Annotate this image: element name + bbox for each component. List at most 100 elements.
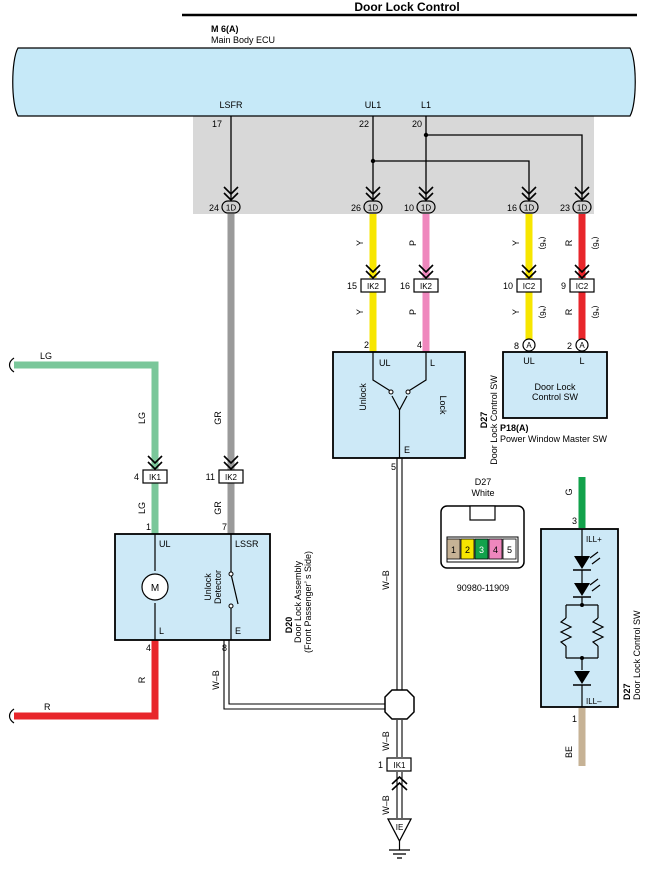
svg-text:D27: D27: [475, 477, 492, 487]
svg-text:9: 9: [561, 281, 566, 291]
svg-text:P18(A): P18(A): [500, 423, 529, 433]
led-icon: [574, 556, 590, 569]
svg-text:(*6): (*6): [538, 306, 547, 319]
svg-text:3: 3: [572, 516, 577, 526]
connector-ic2-10: IC2 10: [503, 278, 542, 293]
svg-text:Y: Y: [511, 309, 521, 315]
connector-ik2-15: IK2 15: [347, 278, 386, 293]
svg-text:5: 5: [507, 545, 512, 555]
svg-text:IK2: IK2: [367, 282, 380, 291]
svg-text:D27: D27: [479, 412, 489, 429]
pin-24: 24: [209, 203, 219, 213]
svg-text:ILL–: ILL–: [586, 697, 602, 706]
svg-text:4: 4: [417, 340, 422, 350]
connector-ik1-1: IK1 1: [378, 757, 412, 772]
svg-text:(*6): (*6): [591, 237, 600, 250]
ecu-pin-20: 20: [412, 119, 422, 129]
svg-text:Door Lock: Door Lock: [534, 382, 576, 392]
svg-text:GR: GR: [213, 501, 223, 515]
svg-text:2: 2: [567, 341, 572, 351]
svg-text:ILL+: ILL+: [586, 535, 602, 544]
svg-text:1D: 1D: [524, 204, 534, 213]
ground-ie: IE: [386, 818, 413, 859]
ecu-side-pill-26: 1D: [363, 200, 383, 214]
junction-dot: [423, 132, 429, 138]
svg-text:15: 15: [347, 281, 357, 291]
svg-text:IE: IE: [396, 823, 404, 832]
ground-arrows: [391, 775, 408, 791]
svg-text:P: P: [408, 240, 418, 246]
svg-text:LG: LG: [137, 502, 147, 514]
junction-dot: [370, 158, 376, 164]
svg-text:3: 3: [479, 545, 484, 555]
svg-text:R: R: [44, 702, 51, 712]
svg-text:E: E: [235, 626, 241, 636]
ecu-name: Main Body ECU: [211, 35, 275, 45]
colored-wires: [14, 214, 586, 818]
svg-text:1D: 1D: [577, 204, 587, 213]
svg-text:1D: 1D: [368, 204, 378, 213]
ecu-pin-22: 22: [359, 119, 369, 129]
svg-text:L: L: [430, 358, 435, 368]
svg-text:(*6): (*6): [591, 306, 600, 319]
svg-text:GR: GR: [213, 411, 223, 425]
splice-point: [384, 689, 415, 720]
svg-text:Door Lock Control SW: Door Lock Control SW: [632, 610, 642, 700]
led-icon: [574, 583, 590, 596]
svg-text:IK1: IK1: [393, 761, 406, 770]
connector-ik1-4: IK1 4: [134, 469, 168, 484]
ecu-side-pill-10: 1D: [416, 200, 436, 214]
wire-labels: Y P Y R (*6) (*6) Y P Y R (*6) (*6) LG R…: [40, 237, 600, 815]
svg-text:R: R: [137, 676, 147, 683]
svg-text:A: A: [579, 341, 585, 350]
svg-text:11: 11: [206, 472, 215, 482]
ecu-pin-17: 17: [212, 119, 222, 129]
p18-box: A A 8 2 UL L Door Lock Control SW P18(A)…: [500, 338, 608, 444]
svg-text:90980-11909: 90980-11909: [457, 583, 509, 593]
svg-text:(Front Passenger’ s Side): (Front Passenger’ s Side): [303, 551, 313, 653]
connector-ic2-9: IC2 9: [561, 278, 595, 293]
svg-text:L: L: [579, 356, 584, 366]
svg-text:W–B: W–B: [211, 670, 221, 690]
svg-text:G: G: [564, 488, 574, 495]
svg-text:IC2: IC2: [523, 282, 536, 291]
ecu-pin-ul1-label: UL1: [365, 100, 382, 110]
svg-text:Unlock: Unlock: [203, 573, 213, 601]
svg-text:D20: D20: [284, 617, 294, 634]
pin-26: 26: [351, 203, 361, 213]
ecu-side-pill-16: 1D: [519, 200, 539, 214]
svg-text:Door Lock Control SW: Door Lock Control SW: [489, 375, 499, 465]
svg-text:M: M: [151, 583, 159, 594]
diode-icon: [574, 671, 590, 684]
svg-text:4: 4: [134, 472, 139, 482]
ecu-pin-l1-label: L1: [421, 100, 431, 110]
svg-text:Control SW: Control SW: [532, 392, 579, 402]
pin-16: 16: [507, 203, 517, 213]
ecu-side-pill-24: 1D: [221, 200, 241, 214]
svg-text:5: 5: [391, 462, 396, 472]
d27-connector-face: D27 White 1 2 3 4 5 90980-11909: [440, 477, 525, 593]
svg-text:W–B: W–B: [381, 570, 391, 590]
svg-text:LSSR: LSSR: [235, 539, 259, 549]
d27-illumination-box: 3 1 ILL+ ILL– D: [540, 516, 642, 724]
ecu-pin-lsfr-label: LSFR: [219, 100, 243, 110]
svg-text:IC2: IC2: [576, 282, 589, 291]
ecu-side-pill-23: 1D: [572, 200, 592, 214]
svg-text:1: 1: [146, 522, 151, 532]
svg-text:L: L: [159, 626, 164, 636]
svg-text:7: 7: [222, 522, 227, 532]
svg-text:2: 2: [465, 545, 470, 555]
svg-text:16: 16: [400, 281, 410, 291]
svg-text:Power Window Master SW: Power Window Master SW: [500, 434, 608, 444]
svg-text:Unlock: Unlock: [358, 383, 368, 411]
svg-text:R: R: [564, 308, 574, 315]
ecu-internal-wiring: [230, 116, 583, 200]
svg-text:LG: LG: [137, 412, 147, 424]
svg-text:1D: 1D: [226, 204, 236, 213]
svg-text:BE: BE: [564, 746, 574, 758]
svg-text:UL: UL: [159, 539, 171, 549]
svg-text:UL: UL: [379, 358, 391, 368]
pin-23: 23: [560, 203, 570, 213]
svg-text:W–B: W–B: [381, 731, 391, 751]
d27-switch-box: 2 4 UL L E 5 Unlock Lock D27 Door Lock C…: [332, 340, 499, 472]
